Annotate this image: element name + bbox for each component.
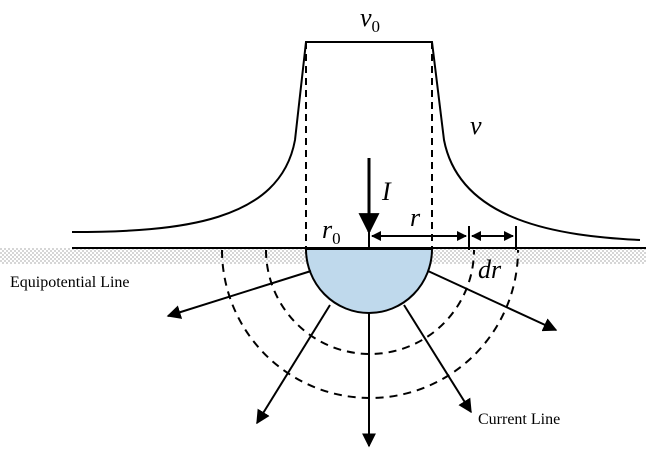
label-v: v	[470, 111, 482, 140]
label-equipotential-line: Equipotential Line	[10, 274, 130, 291]
label-current-line: Current Line	[478, 411, 560, 428]
electrode-hemisphere	[304, 248, 434, 314]
label-v0: v0	[360, 3, 380, 36]
label-dr: dr	[478, 255, 502, 284]
current-line-lower-left	[256, 304, 331, 425]
equipotential-line-outer	[221, 249, 519, 399]
label-current-I: I	[381, 177, 392, 206]
current-line-right	[427, 270, 558, 332]
equipotential-line-inner	[265, 249, 475, 355]
current-line-left	[166, 270, 312, 319]
label-r0: r0	[322, 215, 341, 248]
current-line-lower-right	[403, 304, 472, 414]
potential-curve	[71, 41, 641, 241]
label-r: r	[410, 203, 421, 232]
